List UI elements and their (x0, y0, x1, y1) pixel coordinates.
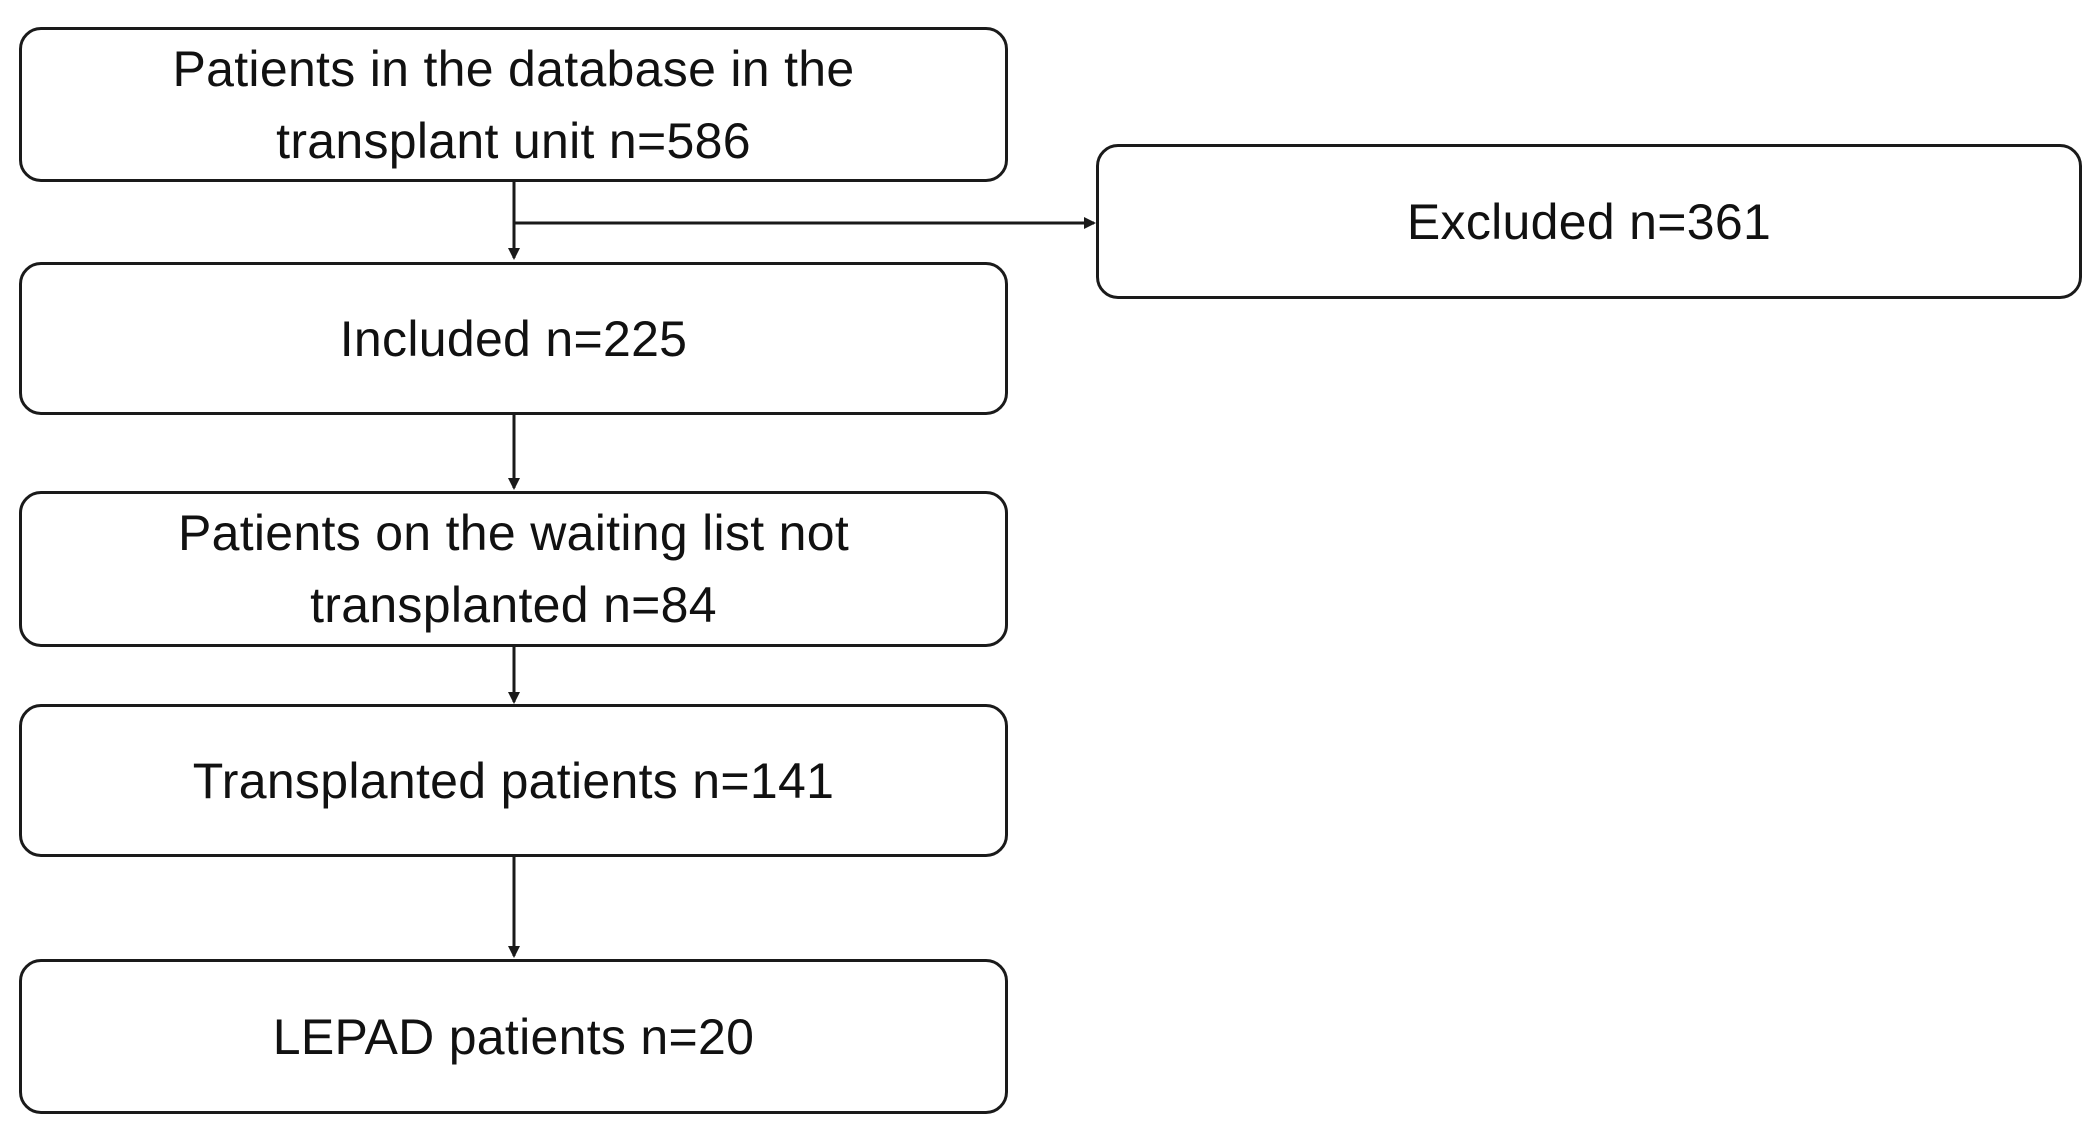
node-database-line-2: transplant unit n=586 (276, 112, 751, 169)
node-database-line-1: Patients in the database in the (172, 40, 855, 97)
node-waiting-list-line-2: transplanted n=84 (310, 577, 717, 633)
node-excluded: Excluded n=361 (1096, 144, 2082, 299)
node-transplanted: Transplanted patients n=141 (19, 704, 1008, 857)
node-database: Patients in the database in the transpla… (19, 27, 1008, 182)
node-included-label: Included n=225 (339, 310, 688, 367)
node-lepad-label: LEPAD patients n=20 (272, 1008, 755, 1065)
node-waiting-list: Patients on the waiting list not transpl… (19, 491, 1008, 647)
node-included: Included n=225 (19, 262, 1008, 415)
node-transplanted-label: Transplanted patients n=141 (192, 752, 835, 809)
node-excluded-label: Excluded n=361 (1406, 193, 1772, 250)
node-lepad: LEPAD patients n=20 (19, 959, 1008, 1114)
node-waiting-list-line-1: Patients on the waiting list not (177, 505, 850, 561)
